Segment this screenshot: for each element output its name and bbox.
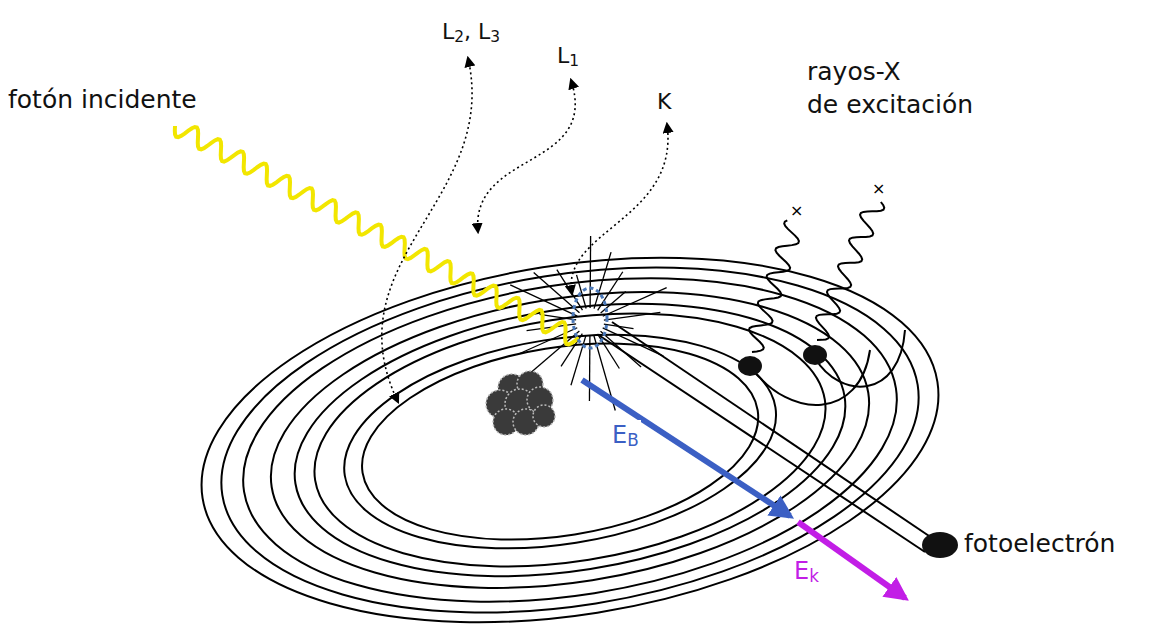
shell-ring [296,280,844,600]
electron [803,345,827,365]
leader-line [571,124,668,294]
ray-line [594,252,611,308]
shell-ring [175,209,965,629]
shell-ring [220,235,920,629]
x-mark: × [790,201,803,220]
ray-line [603,288,667,317]
shell-ring [329,306,792,577]
photon-waves [175,126,884,352]
k-vacancy [573,288,607,348]
ray-line [589,236,591,308]
wave [175,126,579,344]
electron [738,356,762,376]
ray-line [604,312,660,320]
photoelectron [922,532,958,558]
photon-label: fotón incidente [6,84,199,117]
electron-shells [175,209,965,629]
x-mark: × [872,179,885,198]
xray-label: rayos-X de excitación [805,56,975,121]
wave [816,202,884,340]
shell-ring [250,253,891,628]
wave [749,220,799,352]
nucleus [486,371,555,435]
leader-line [382,58,472,402]
shell-label: L2, L3 [440,18,502,47]
photoelectron-label: fotoelectrón [962,528,1117,561]
energy-label: Ek [792,556,821,588]
ray-line [603,328,664,356]
electron-trail [600,336,925,552]
ray-line [534,272,580,312]
ray-line [540,314,577,320]
shell-ring [348,317,772,565]
ray-line [577,275,587,309]
shell-label: K [655,88,673,117]
nucleon [533,405,555,427]
binding-energy-arrow [582,380,790,516]
shell-label: L1 [555,42,581,71]
leader-line [478,80,576,232]
ray-line [557,270,583,311]
energy-label: EB [610,420,641,452]
ray-line [589,336,591,401]
